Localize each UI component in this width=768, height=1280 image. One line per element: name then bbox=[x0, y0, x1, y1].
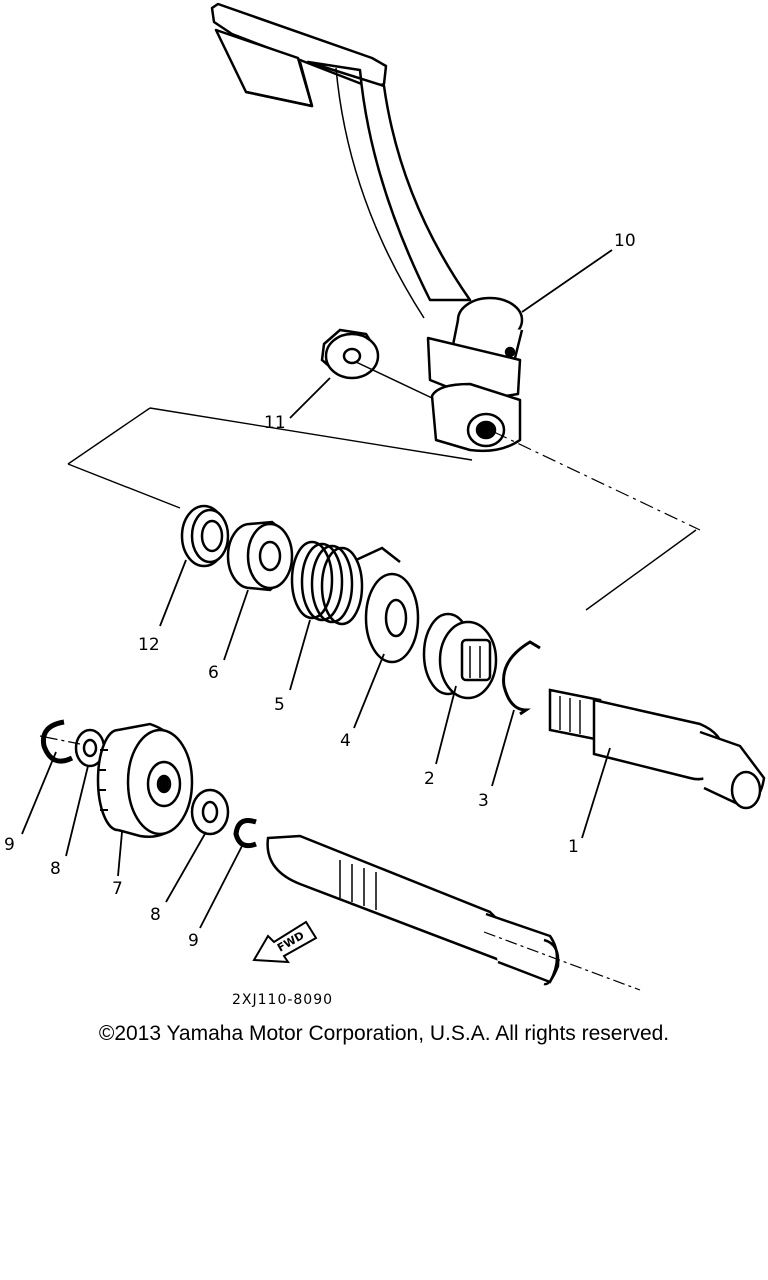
callout-12: 12 bbox=[138, 635, 160, 655]
exploded-parts-diagram: FWD 10 11 12 6 5 4 2 3 1 9 8 7 8 9 2XJ11… bbox=[4, 2, 766, 1008]
kick-axle-part-1 bbox=[548, 688, 766, 810]
callout-2: 2 bbox=[424, 769, 435, 789]
ratchet-part-2 bbox=[422, 612, 498, 700]
spring-part-5 bbox=[290, 540, 401, 626]
callout-7: 7 bbox=[112, 879, 123, 899]
callout-6: 6 bbox=[208, 663, 219, 683]
circlip-part-9-left bbox=[40, 719, 74, 764]
callout-1: 1 bbox=[568, 837, 579, 857]
part-code: 2XJ110-8090 bbox=[232, 992, 333, 1008]
gear-part-7 bbox=[96, 722, 194, 838]
callout-11: 11 bbox=[264, 413, 286, 433]
leader-lines bbox=[21, 249, 613, 929]
clip-part-3 bbox=[502, 640, 541, 716]
oil-seal-part-12 bbox=[180, 504, 230, 568]
nut-part-11 bbox=[320, 328, 380, 380]
kick-lever bbox=[210, 2, 524, 453]
callout-3: 3 bbox=[478, 791, 489, 811]
callout-4: 4 bbox=[340, 731, 351, 751]
callout-9-left: 9 bbox=[4, 835, 15, 855]
circlip-part-9-right bbox=[233, 818, 257, 849]
callout-8-left: 8 bbox=[50, 859, 61, 879]
callout-10: 10 bbox=[614, 231, 636, 251]
main-shaft bbox=[266, 834, 560, 986]
washer-part-8-right bbox=[190, 788, 230, 836]
callout-8-right: 8 bbox=[150, 905, 161, 925]
fwd-arrow: FWD bbox=[252, 920, 318, 964]
inset-frame bbox=[67, 407, 697, 611]
callout-5: 5 bbox=[274, 695, 285, 715]
callout-9-right: 9 bbox=[188, 931, 199, 951]
washer-part-4 bbox=[364, 572, 420, 664]
collar-part-6 bbox=[226, 520, 294, 592]
copyright-notice: ©2013 Yamaha Motor Corporation, U.S.A. A… bbox=[98, 1022, 670, 1045]
